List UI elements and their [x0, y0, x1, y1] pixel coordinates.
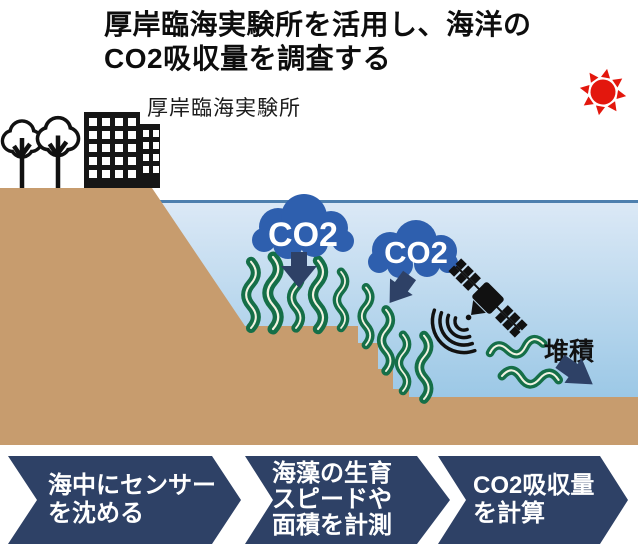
process-step-1-line1: 海中にセンサー [48, 472, 216, 499]
process-step-2-line3: 面積を計測 [272, 512, 392, 539]
process-step-2-line2: スピードや [272, 486, 392, 513]
sun-icon [579, 68, 627, 116]
process-step-1: 海中にセンサー を沈める [8, 456, 241, 544]
tree-icon [35, 115, 81, 188]
land-shape [0, 188, 638, 445]
process-step-1-line2: を沈める [48, 500, 144, 527]
signal-waves-icon [430, 308, 477, 355]
co2-label-1: CO2 [268, 216, 338, 254]
building-icon [84, 112, 160, 188]
down-arrow-icon [389, 270, 417, 303]
tree-icon [0, 119, 44, 188]
down-arrow-icon [281, 252, 317, 288]
process-step-2: 海藻の生育 スピードや 面積を計測 [245, 456, 450, 544]
page-title-line1: 厚岸臨海実験所を活用し、海洋の [104, 9, 532, 40]
sediment-arrow-icon [555, 354, 593, 385]
co2-label-2: CO2 [384, 235, 448, 270]
page-title-line2: CO2吸収量を調査する [104, 43, 392, 74]
co2-cloud-icon [252, 194, 354, 259]
process-step-3-line1: CO2吸収量 [473, 472, 595, 499]
process-step-3-line2: を計算 [473, 500, 545, 527]
page-title: 厚岸臨海実験所を活用し、海洋の CO2吸収量を調査する [104, 8, 532, 76]
co2-cloud-icon [368, 220, 458, 278]
facility-label: 厚岸臨海実験所 [147, 97, 301, 120]
process-step-3: CO2吸収量 を計算 [438, 456, 628, 544]
process-step-2-line1: 海藻の生育 [272, 460, 392, 487]
